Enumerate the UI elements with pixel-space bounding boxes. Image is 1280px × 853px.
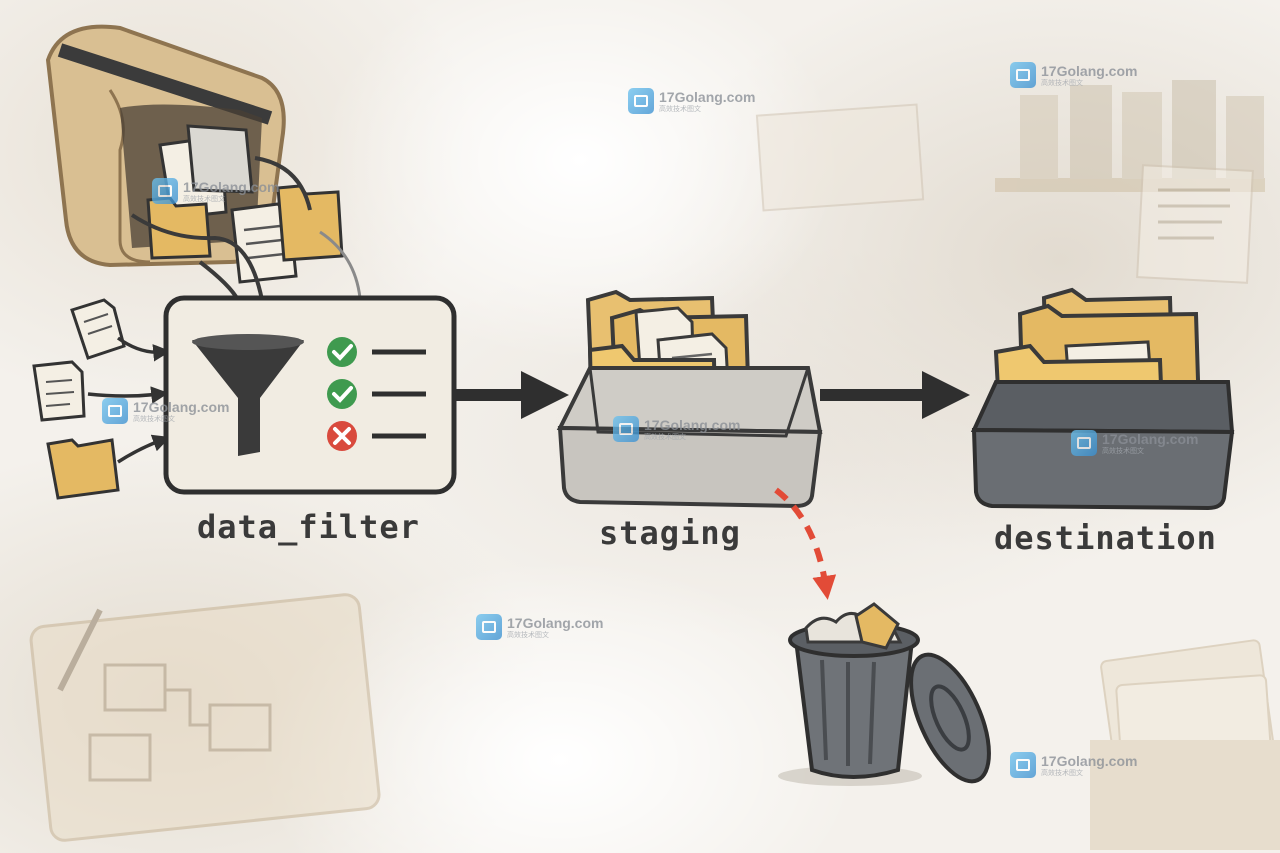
stage-label-data-filter: data_filter xyxy=(197,508,420,546)
watermark-subtext: 高效技术图文 xyxy=(659,104,701,113)
data-filter-panel xyxy=(163,295,457,495)
background-notebook xyxy=(29,593,381,842)
stage-label-staging: staging xyxy=(599,514,741,552)
watermark-subtext: 高效技术图文 xyxy=(1041,768,1083,777)
watermark-text: 17Golang.com xyxy=(1102,430,1199,447)
watermark-subtext: 高效技术图文 xyxy=(133,414,175,423)
watermark-text: 17Golang.com xyxy=(1041,62,1138,79)
watermark-logo-icon xyxy=(613,416,639,442)
incoming-documents xyxy=(32,298,171,500)
staging-tray-icon xyxy=(556,289,823,509)
watermark-text: 17Golang.com xyxy=(507,614,604,631)
watermark-text: 17Golang.com xyxy=(659,88,756,105)
watermark-text: 17Golang.com xyxy=(183,178,280,195)
background-paper-stack xyxy=(1090,639,1280,850)
watermark-logo-icon xyxy=(1010,62,1036,88)
reject-arrow xyxy=(774,487,837,600)
background-shelf xyxy=(995,80,1265,192)
trash-can-icon xyxy=(778,602,991,786)
watermark-subtext: 高效技术图文 xyxy=(183,194,225,203)
destination-tray-icon xyxy=(970,287,1235,511)
watermark-logo-icon xyxy=(1010,752,1036,778)
watermark-subtext: 高效技术图文 xyxy=(1041,78,1083,87)
watermark-text: 17Golang.com xyxy=(133,398,230,415)
watermark-logo-icon xyxy=(628,88,654,114)
funnel-icon xyxy=(192,334,304,456)
source-documents xyxy=(130,124,362,302)
watermark-logo-icon xyxy=(102,398,128,424)
cross-icon xyxy=(327,421,357,451)
watermark-logo-icon xyxy=(1071,430,1097,456)
check-icon xyxy=(327,337,357,367)
check-icon xyxy=(327,379,357,409)
watermark-subtext: 高效技术图文 xyxy=(507,630,549,639)
watermark-logo-icon xyxy=(476,614,502,640)
watermark-text: 17Golang.com xyxy=(644,416,741,433)
background-documents xyxy=(755,103,1254,284)
watermark-logo-icon xyxy=(152,178,178,204)
watermark-subtext: 高效技术图文 xyxy=(1102,446,1144,455)
stage-label-destination: destination xyxy=(994,519,1217,557)
watermark-text: 17Golang.com xyxy=(1041,752,1138,769)
watermark-subtext: 高效技术图文 xyxy=(644,432,686,441)
